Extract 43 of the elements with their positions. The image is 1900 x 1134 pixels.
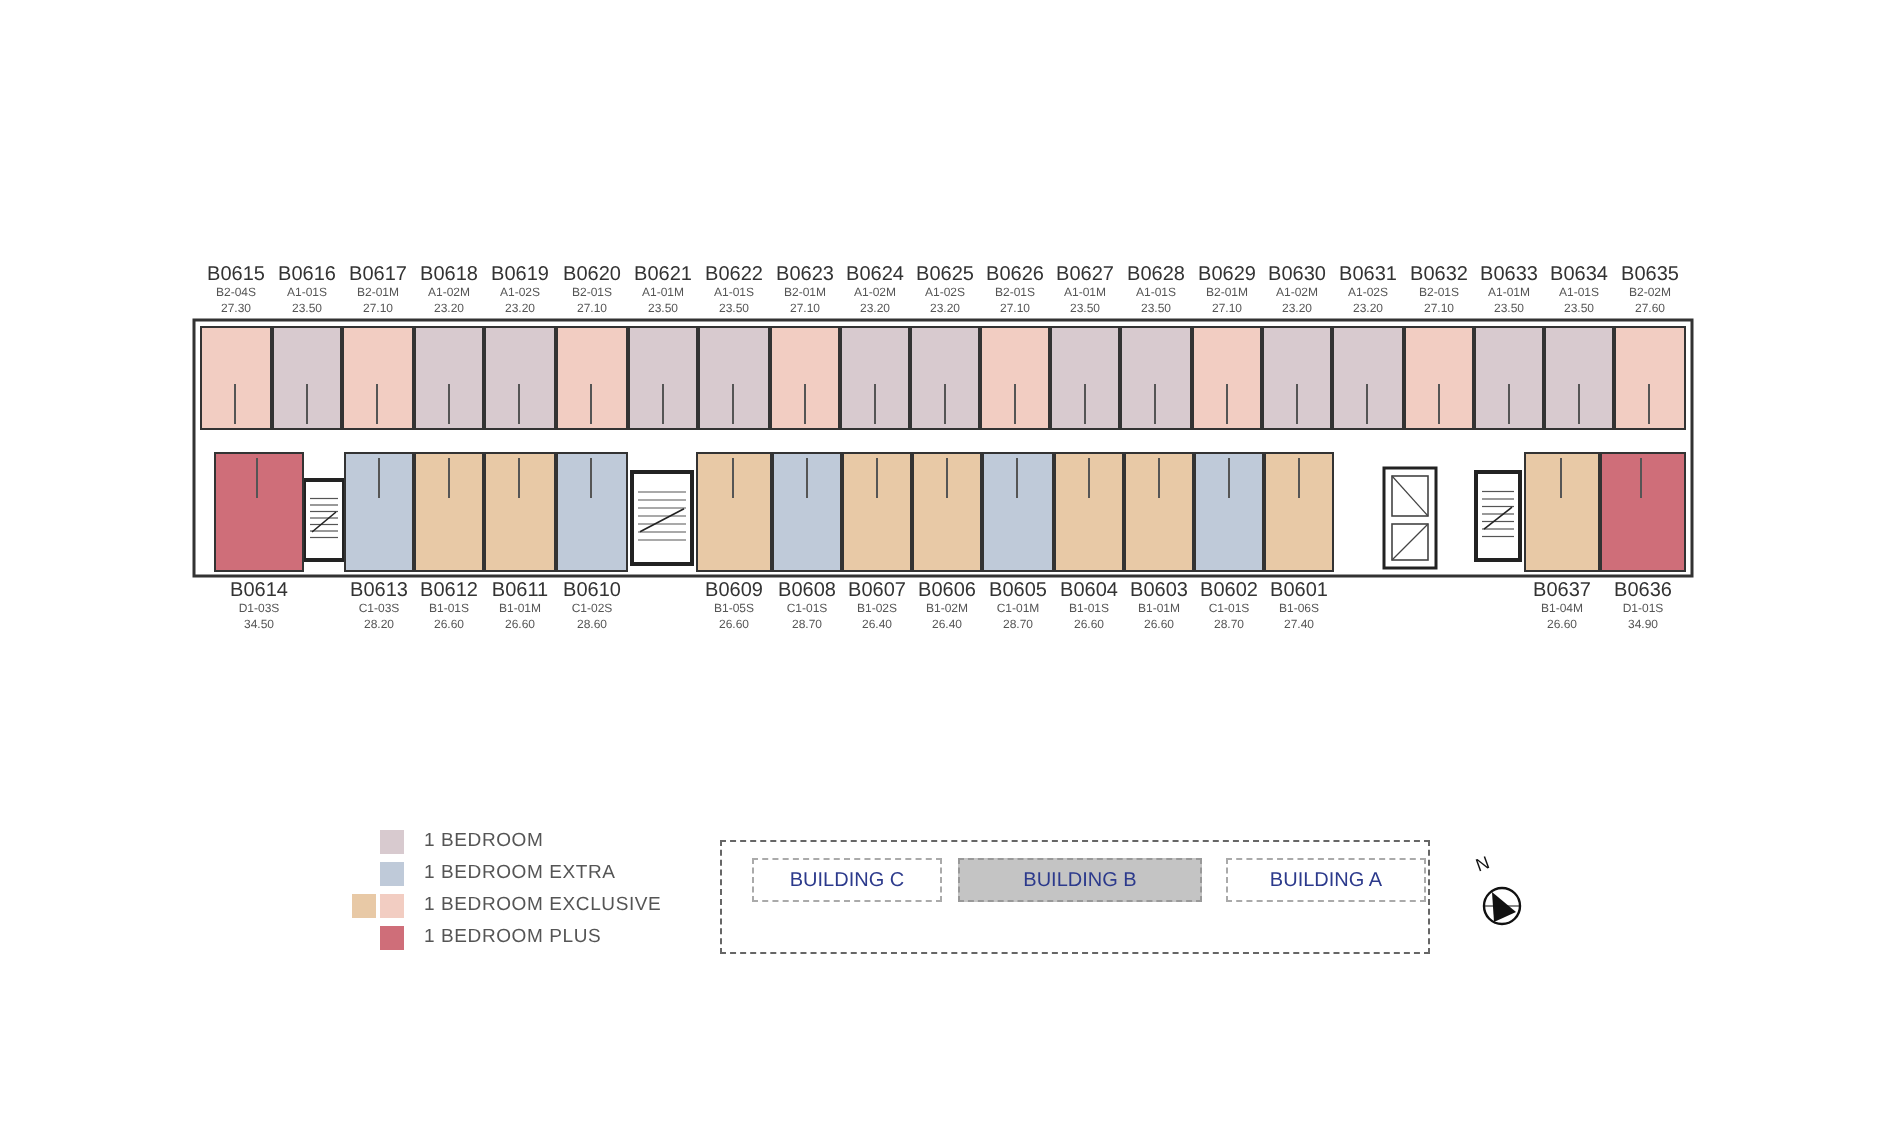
unit-number: B0621 <box>632 264 694 286</box>
unit-number: B0631 <box>1337 264 1399 286</box>
unit-number: B0618 <box>418 264 480 286</box>
building-block: BUILDING B <box>958 858 1202 902</box>
unit-number: B0626 <box>984 264 1046 286</box>
unit-number: B0609 <box>703 580 765 602</box>
unit-number: B0627 <box>1054 264 1116 286</box>
unit-number: B0636 <box>1612 580 1674 602</box>
unit-number: B0612 <box>418 580 480 602</box>
unit-number: B0606 <box>916 580 978 602</box>
unit-number: B0634 <box>1548 264 1610 286</box>
unit-number: B0601 <box>1268 580 1330 602</box>
unit-number: B0610 <box>561 580 623 602</box>
unit-number: B0605 <box>987 580 1049 602</box>
unit-number: B0623 <box>774 264 836 286</box>
unit-number: B0622 <box>703 264 765 286</box>
unit-number: B0614 <box>228 580 290 602</box>
unit-number: B0620 <box>561 264 623 286</box>
unit-number: B0615 <box>205 264 267 286</box>
north-label: N <box>1472 852 1493 876</box>
unit-number: B0624 <box>844 264 906 286</box>
unit-number: B0632 <box>1408 264 1470 286</box>
legend-label: 1 BEDROOM <box>424 830 544 852</box>
unit-number: B0608 <box>776 580 838 602</box>
legend-label: 1 BEDROOM PLUS <box>424 926 602 948</box>
unit-number: B0633 <box>1478 264 1540 286</box>
unit-number: B0630 <box>1266 264 1328 286</box>
legend-label: 1 BEDROOM EXTRA <box>424 862 616 884</box>
unit-number: B0616 <box>276 264 338 286</box>
unit-number: B0607 <box>846 580 908 602</box>
legend-label: 1 BEDROOM EXCLUSIVE <box>424 894 662 916</box>
unit-number: B0617 <box>347 264 409 286</box>
unit-number: B0602 <box>1198 580 1260 602</box>
site-boundary <box>720 840 1430 954</box>
building-block: BUILDING A <box>1226 858 1426 902</box>
building-block: BUILDING C <box>752 858 942 902</box>
unit-number: B0613 <box>348 580 410 602</box>
unit-number: B0637 <box>1531 580 1593 602</box>
unit-number: B0628 <box>1125 264 1187 286</box>
unit-number: B0619 <box>489 264 551 286</box>
unit-number: B0604 <box>1058 580 1120 602</box>
unit-number: B0629 <box>1196 264 1258 286</box>
unit-number: B0611 <box>489 580 551 602</box>
